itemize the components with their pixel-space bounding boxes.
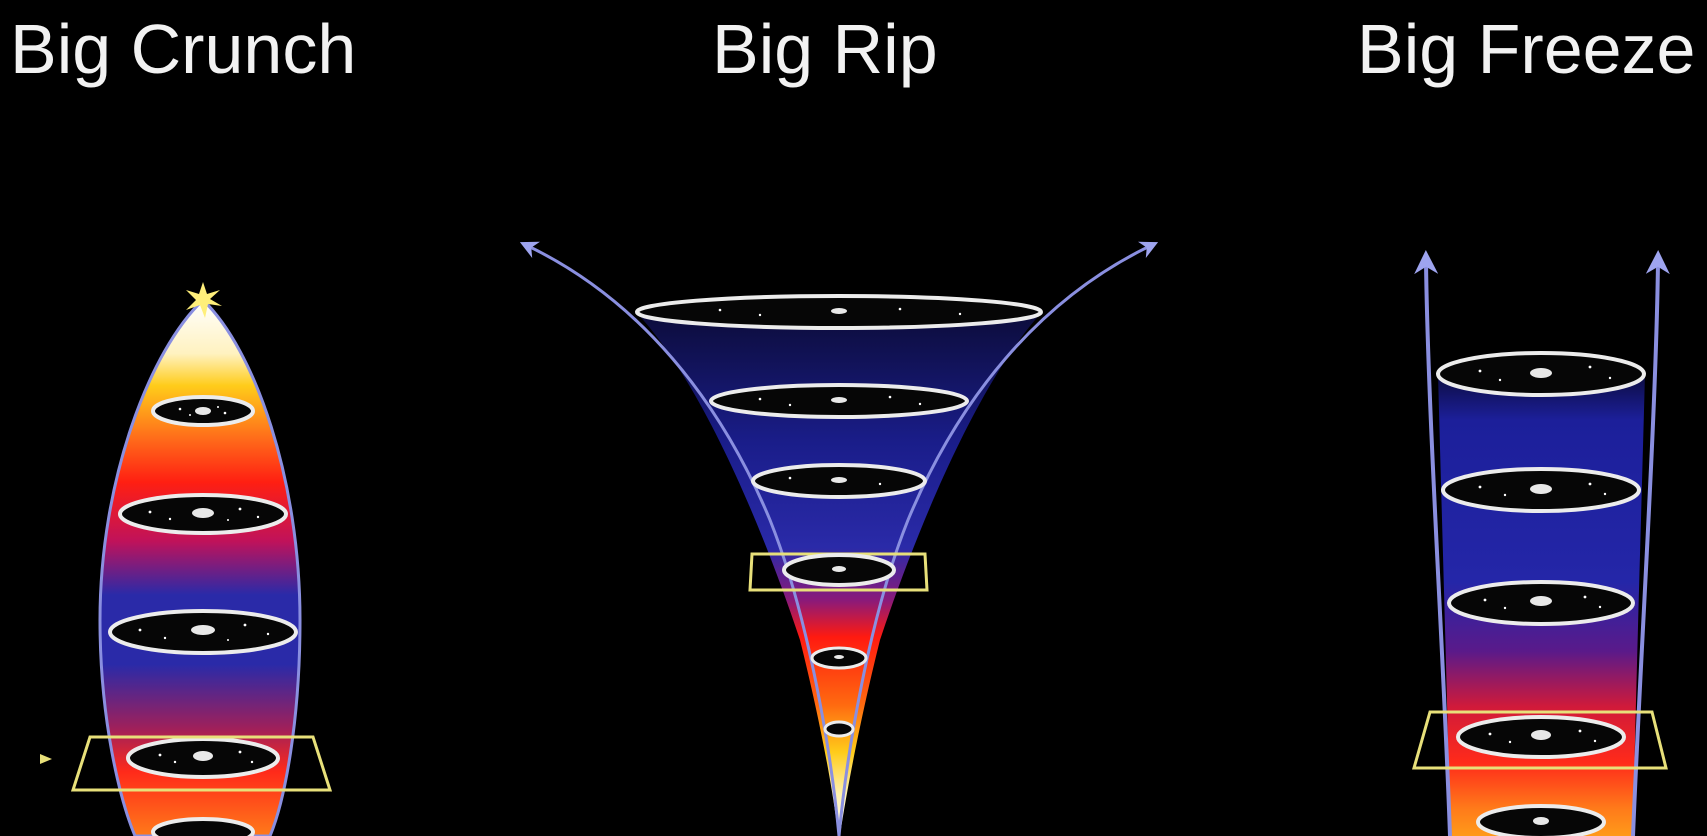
rip-disk <box>711 385 967 417</box>
freeze-disk <box>1438 353 1644 395</box>
freeze-disk <box>1449 582 1633 624</box>
crunch-disk <box>153 819 253 836</box>
crunch-disk <box>153 397 253 425</box>
freeze-disk <box>1458 717 1624 757</box>
big-rip-shape <box>528 246 1150 836</box>
big-freeze-shape <box>1414 262 1666 836</box>
rip-disk <box>825 722 853 736</box>
crunch-disk <box>128 739 278 777</box>
rip-disk <box>637 296 1041 328</box>
rip-disk <box>753 465 925 497</box>
freeze-disk <box>1478 806 1604 836</box>
big-crunch-shape <box>40 282 330 836</box>
rip-disk <box>784 555 894 585</box>
crunch-disk <box>120 495 286 533</box>
rip-disk <box>812 648 866 668</box>
crunch-pointer-icon <box>40 754 52 764</box>
freeze-disk <box>1443 469 1639 511</box>
crunch-disk <box>110 611 296 653</box>
